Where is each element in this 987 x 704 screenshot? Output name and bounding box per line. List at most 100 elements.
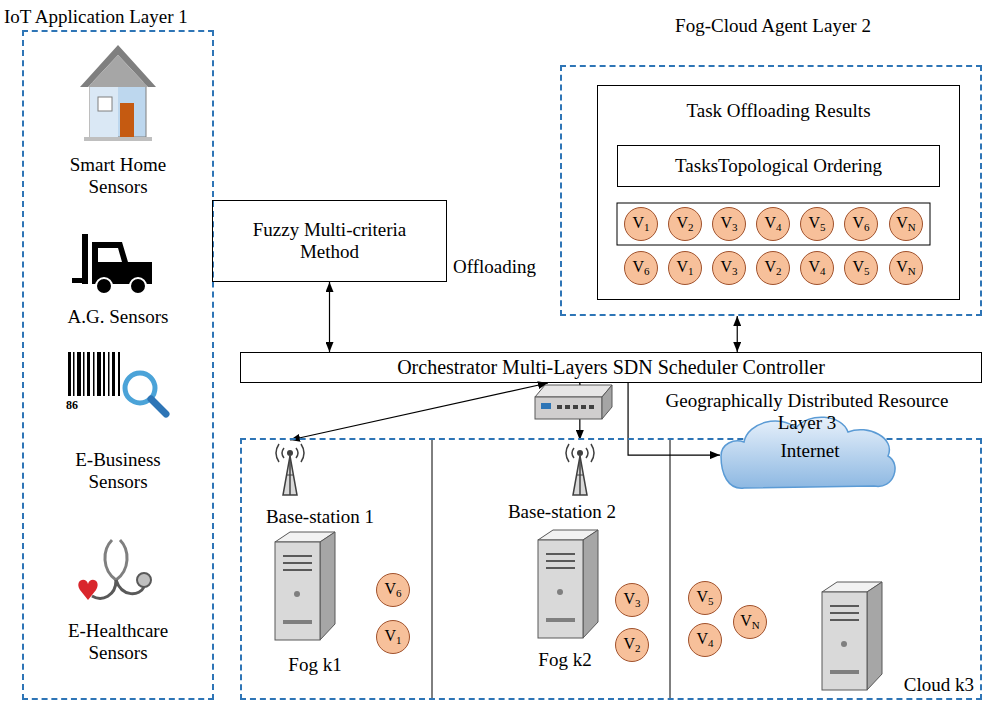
node-label: Cloud k3: [904, 674, 978, 696]
task-label: V1: [384, 628, 401, 646]
flow-label: Offloading: [453, 256, 536, 278]
subscript: 5: [820, 221, 826, 233]
node-label: Fog k1: [288, 654, 341, 676]
task-circle: V4: [756, 207, 790, 241]
task-label: V3: [623, 591, 640, 609]
cloud-node: Cloud k3: [815, 578, 978, 698]
subscript: 6: [396, 587, 402, 599]
sensor-item: E-Business Sensors: [33, 345, 203, 495]
task-circle: V5: [844, 251, 878, 285]
controller-bar: Orchestrator Multi-Layers SDN Scheduler …: [240, 352, 982, 383]
fog-node: Fog k1: [255, 528, 375, 678]
task-label: VN: [896, 215, 916, 233]
task-label: V3: [720, 215, 737, 233]
sdn-switch-icon: [535, 385, 612, 419]
task-label: V2: [764, 259, 781, 277]
subscript: 4: [708, 637, 714, 649]
subscript: 2: [635, 642, 641, 654]
subscript: 6: [864, 221, 870, 233]
server-icon: [275, 532, 335, 640]
task-circle: V3: [615, 583, 649, 617]
task-label: V6: [632, 259, 649, 277]
column-separator: [670, 440, 671, 698]
task-circle: VN: [889, 251, 923, 285]
task-label: V2: [676, 215, 693, 233]
forklift-icon: [72, 234, 152, 294]
layer-heading: IoT Application Layer 1: [4, 6, 264, 28]
task-circle: VN: [889, 207, 923, 241]
task-label: V5: [808, 215, 825, 233]
task-label: V4: [764, 215, 781, 233]
fog-node: Fog k2: [500, 528, 630, 673]
node-label: TasksTopological Ordering: [675, 155, 882, 177]
task-circle: V6: [624, 251, 658, 285]
node-label: E-Healthcare Sensors: [53, 620, 183, 664]
layer-region: TasksTopological OrderingV1V2V3V4V5V6VNV…: [560, 65, 982, 316]
task-circle: V4: [800, 251, 834, 285]
task-circle: V2: [668, 207, 702, 241]
ordering-box: TasksTopological Ordering: [617, 145, 940, 187]
subscript: N: [908, 265, 916, 277]
subscript: 3: [732, 221, 738, 233]
task-label: VN: [740, 613, 760, 631]
house-icon: [80, 45, 156, 141]
node-label: Task Offloading Results: [686, 100, 870, 122]
node-label: Base-station 2: [508, 501, 616, 523]
task-circle: V1: [624, 207, 658, 241]
task-circle: V3: [712, 251, 746, 285]
server-icon: [822, 582, 882, 690]
subscript: 4: [820, 265, 826, 277]
task-circle: V1: [668, 251, 702, 285]
layer-heading: Geographically Distributed Resource Laye…: [647, 390, 967, 434]
subscript: 1: [644, 221, 650, 233]
subscript: 1: [688, 265, 694, 277]
task-circle: V5: [688, 581, 722, 615]
node-label: Orchestrator Multi-Layers SDN Scheduler …: [397, 356, 825, 379]
subscript: 2: [688, 221, 694, 233]
task-circle: V2: [756, 251, 790, 285]
task-label: V4: [808, 259, 825, 277]
node-label: Fuzzy Multi-criteria Method: [235, 219, 425, 263]
node-label: Smart Home Sensors: [53, 154, 183, 198]
subscript: N: [908, 221, 916, 233]
task-label: V1: [632, 215, 649, 233]
node-label: A.G. Sensors: [68, 306, 169, 328]
task-label: V1: [676, 259, 693, 277]
subscript: 6: [644, 265, 650, 277]
subscript: 4: [776, 221, 782, 233]
task-circle: V6: [376, 573, 410, 607]
task-label: V5: [852, 259, 869, 277]
antenna-icon: [566, 444, 594, 495]
task-label: VN: [896, 259, 916, 277]
base-station: Base-station 2: [497, 440, 627, 525]
method-box: Fuzzy Multi-criteria Method: [212, 200, 447, 282]
subscript: 3: [732, 265, 738, 277]
connector: [290, 383, 548, 440]
task-circle: V6: [844, 207, 878, 241]
task-circle: V3: [712, 207, 746, 241]
server-icon: [538, 530, 598, 638]
subscript: 5: [708, 595, 714, 607]
results-box: TasksTopological OrderingV1V2V3V4V5V6VNV…: [597, 85, 960, 300]
sensor-item: E-Healthcare Sensors: [33, 528, 203, 666]
task-label: V4: [696, 631, 713, 649]
layer-region: Base-station 1 Fog k1 V6V1 Base-station 2 Fo…: [240, 438, 982, 700]
node-label: Fog k2: [538, 649, 591, 671]
ordering-row-box: [617, 203, 930, 245]
sensor-item: A.G. Sensors: [33, 222, 203, 330]
subscript: 5: [864, 265, 870, 277]
task-label: V6: [852, 215, 869, 233]
layer-heading: Fog-Cloud Agent Layer 2: [562, 15, 984, 37]
subscript: 3: [635, 597, 641, 609]
node-label: E-Business Sensors: [53, 449, 183, 493]
task-circle: VN: [733, 605, 767, 639]
task-circle: V4: [688, 623, 722, 657]
subscript: 1: [396, 634, 402, 646]
sensor-item: Smart Home Sensors: [33, 36, 203, 200]
task-label: V5: [696, 589, 713, 607]
antenna-icon: [276, 444, 304, 495]
base-station: Base-station 1: [250, 440, 390, 530]
task-label: V3: [720, 259, 737, 277]
task-circle: V1: [376, 620, 410, 654]
